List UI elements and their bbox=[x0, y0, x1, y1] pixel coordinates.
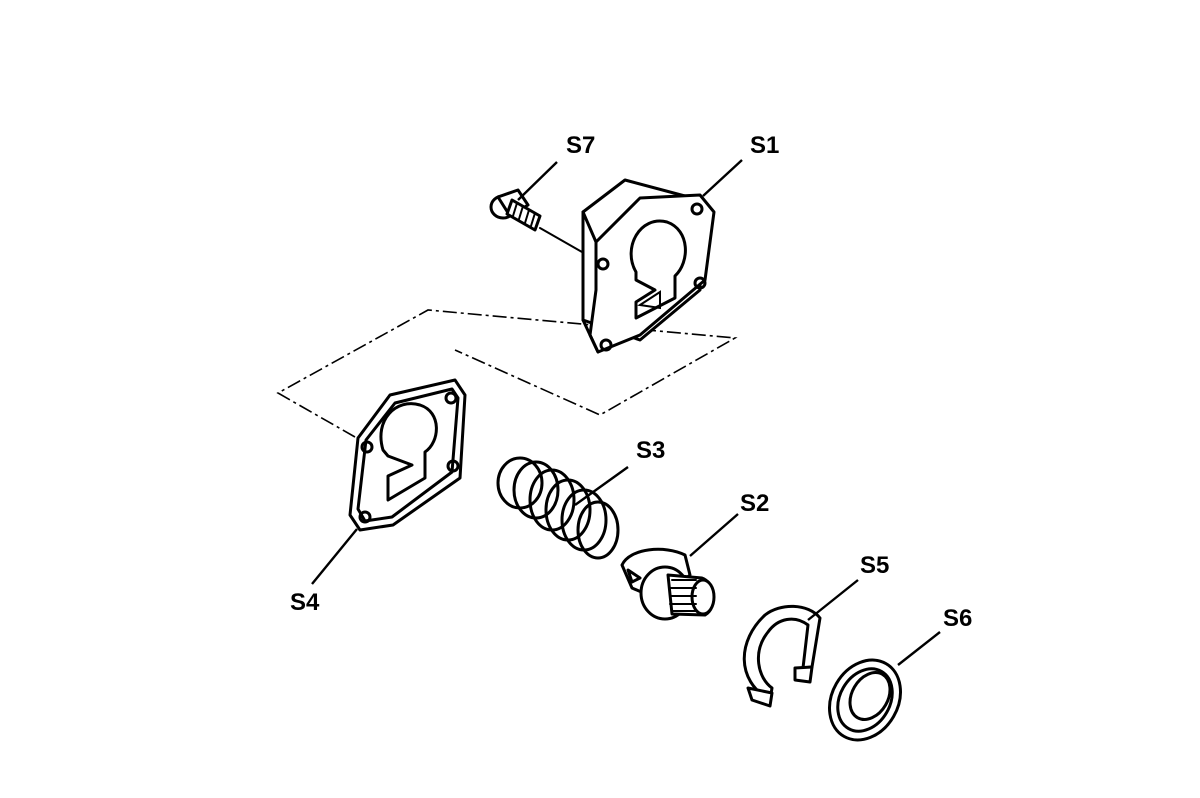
bolt-s7 bbox=[489, 188, 542, 232]
assembly-guide-line bbox=[276, 309, 738, 438]
thermostat-s2 bbox=[620, 547, 716, 621]
label-s7: S7 bbox=[566, 132, 595, 159]
leader-s6 bbox=[897, 631, 941, 666]
label-s2: S2 bbox=[740, 490, 769, 517]
label-s4: S4 bbox=[290, 589, 320, 616]
leader-s4 bbox=[311, 528, 358, 585]
leader-s3 bbox=[574, 466, 629, 506]
label-s6: S6 bbox=[943, 605, 972, 632]
leader-s5 bbox=[807, 579, 859, 621]
label-s1: S1 bbox=[750, 132, 779, 159]
leader-s7 bbox=[517, 161, 558, 201]
clip-s5 bbox=[742, 604, 822, 708]
label-s3: S3 bbox=[636, 437, 665, 464]
leader-s1 bbox=[702, 159, 743, 197]
spring-s3 bbox=[496, 456, 620, 560]
seal-s6 bbox=[828, 658, 902, 742]
label-s5: S5 bbox=[860, 552, 889, 579]
leader-s2 bbox=[689, 513, 739, 557]
gasket-s4 bbox=[348, 378, 467, 532]
housing-s1 bbox=[581, 178, 716, 354]
